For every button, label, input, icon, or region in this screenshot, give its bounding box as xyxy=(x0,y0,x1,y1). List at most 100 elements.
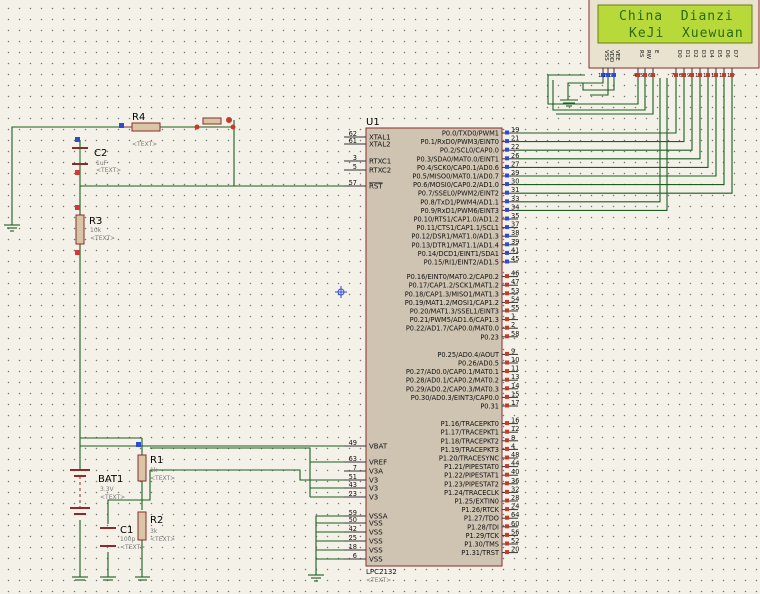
pin-number: 38 xyxy=(511,229,519,237)
lcd-pin-d5[interactable]: D512 xyxy=(711,50,722,79)
battery-bat1[interactable]: BAT1 3.3V <TEXT> xyxy=(70,469,125,515)
capacitor-c1[interactable]: C1 100p <TEXT> xyxy=(100,525,145,551)
pin-number: 61 xyxy=(349,137,357,145)
capacitor-c2[interactable]: C2 1uF <TEXT> xyxy=(72,137,121,175)
lcd-pin-d0[interactable]: D07 xyxy=(671,50,682,79)
pin-name: P1.21/PIPESTAT0 xyxy=(444,463,499,471)
pin-state-icon xyxy=(505,233,509,238)
pin-name: P0.16/EINT0/MAT0.2/CAP0.2 xyxy=(407,273,499,281)
lcd-module[interactable]: China Dianzi KeJi Xuewuan VSS1VDD2VEE3RS… xyxy=(588,0,760,79)
lcd-pin-d3[interactable]: D310 xyxy=(695,50,706,79)
c1-text: <TEXT> xyxy=(120,544,145,551)
lcd-pin-rs[interactable]: RS4 xyxy=(633,50,644,79)
resistor-r3[interactable]: R3 10k <TEXT> xyxy=(75,205,115,255)
mcu-pin-2[interactable]: 2P0.22/AD1.7/CAP0.0/MAT0.0 xyxy=(406,321,518,333)
lcd-pin-d7[interactable]: D714 xyxy=(727,50,738,79)
lcd-pin-rw[interactable]: RW5 xyxy=(640,50,651,79)
lcd-pin-d4[interactable]: D411 xyxy=(703,50,714,79)
lcd-pin-d1[interactable]: D18 xyxy=(679,50,690,79)
resistor-r4[interactable]: R4 <TEXT> xyxy=(119,112,161,148)
resistor-r1[interactable]: R1 1k <TEXT> xyxy=(136,442,175,482)
pin-state-icon xyxy=(505,291,509,296)
lcd-pin-label: RS xyxy=(638,50,644,58)
mcu-pin-1[interactable]: 1P0.21/PWM5/AD1.6/CAP1.3 xyxy=(410,313,518,325)
pin-name: V3A xyxy=(369,468,383,476)
lcd-pin-d6[interactable]: D613 xyxy=(719,50,730,79)
lcd-pin-d2[interactable]: D29 xyxy=(687,50,698,79)
pin-state-icon xyxy=(505,498,509,503)
resistor-r2[interactable]: R2 3k <TEXT> xyxy=(137,511,175,543)
pin-name: VBAT xyxy=(369,443,388,451)
mcu-pin-8[interactable]: 8P1.18/TRACEPKT2 xyxy=(441,434,518,446)
mcu-pin-4[interactable]: 4P1.19/TRACEPKT3 xyxy=(441,442,518,454)
lcd-pin-e[interactable]: E6 xyxy=(648,50,659,79)
reset-button[interactable] xyxy=(193,117,236,130)
mcu-pin-9[interactable]: 9P0.25/AD0.4/AOUT xyxy=(437,347,518,359)
